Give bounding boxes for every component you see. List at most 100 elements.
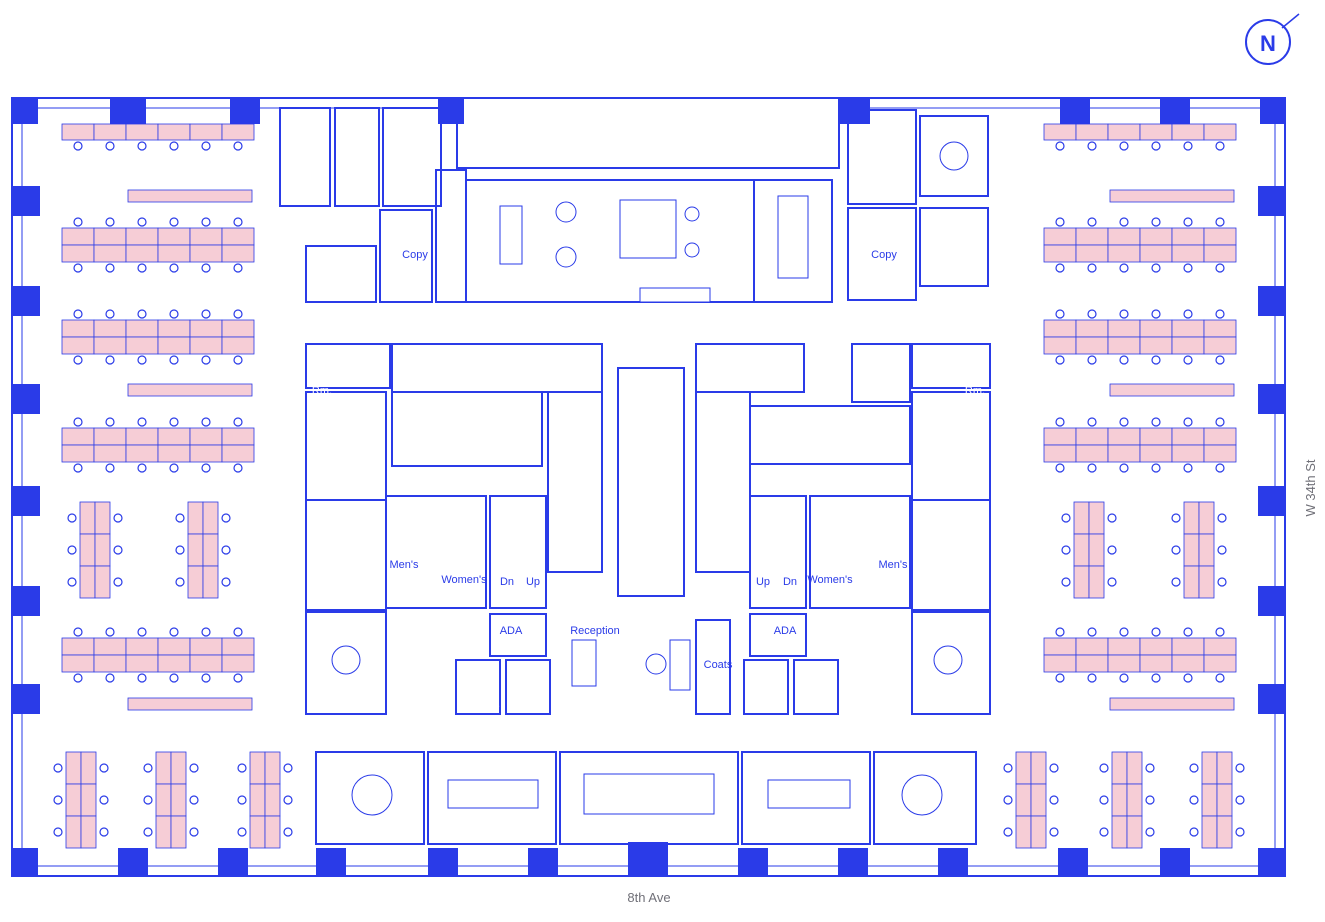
chair: [1087, 417, 1097, 427]
chair: [113, 577, 123, 587]
cafe-counter: [499, 205, 523, 265]
chair: [1055, 355, 1065, 365]
column: [12, 384, 40, 414]
desk: [1043, 654, 1077, 673]
column: [12, 186, 40, 216]
chair: [233, 355, 243, 365]
chair: [201, 417, 211, 427]
chair: [53, 827, 63, 837]
column: [230, 98, 260, 124]
chair: [105, 355, 115, 365]
chair: [1055, 673, 1065, 683]
chair: [169, 463, 179, 473]
it-room: [695, 343, 805, 393]
desk: [1015, 783, 1032, 817]
desk: [1043, 444, 1077, 463]
chair: [1087, 217, 1097, 227]
restrooms-left: [385, 495, 487, 609]
chair: [221, 577, 231, 587]
desk: [189, 123, 223, 141]
chair: [1151, 355, 1161, 365]
chair: [233, 141, 243, 151]
chair: [1119, 355, 1129, 365]
chair: [1183, 217, 1193, 227]
desk: [93, 336, 127, 355]
column: [1258, 486, 1286, 516]
desk: [1203, 427, 1237, 446]
lobby-bench: [631, 383, 669, 577]
desk: [125, 336, 159, 355]
desk: [170, 815, 187, 849]
chair: [233, 673, 243, 683]
desk: [61, 123, 95, 141]
desk: [264, 751, 281, 785]
chair: [169, 355, 179, 365]
chair: [233, 217, 243, 227]
chair: [1087, 627, 1097, 637]
chair: [73, 355, 83, 365]
chair: [1151, 263, 1161, 273]
team-room-south-1: [315, 751, 425, 845]
desk: [170, 783, 187, 817]
column: [12, 286, 40, 316]
chair: [1215, 217, 1225, 227]
desk: [1171, 336, 1205, 355]
ada-restroom-right: [749, 613, 807, 657]
label-freight: Freight: [485, 361, 519, 373]
desk: [1111, 783, 1128, 817]
team-room-ne: [919, 115, 989, 197]
chair: [67, 545, 77, 555]
conf-table-south-3: [767, 779, 851, 809]
chair: [1215, 141, 1225, 151]
column: [738, 848, 768, 876]
cafe-stool: [684, 206, 700, 222]
desk: [157, 444, 191, 463]
desk: [249, 815, 266, 849]
chair: [1215, 627, 1225, 637]
chair: [1189, 827, 1199, 837]
label-ph-rm-2: Ph.Rm.: [513, 685, 533, 710]
column: [1258, 684, 1286, 714]
desk: [1111, 751, 1128, 785]
copy-room-right: [847, 207, 917, 301]
desk: [79, 501, 96, 535]
desk: [125, 654, 159, 673]
chair: [1145, 763, 1155, 773]
chair: [73, 673, 83, 683]
chair: [201, 463, 211, 473]
chair: [113, 545, 123, 555]
chair: [1107, 577, 1117, 587]
desk: [1073, 533, 1090, 567]
chair: [105, 263, 115, 273]
desk: [1139, 123, 1173, 141]
desk: [189, 637, 223, 656]
desk: [1075, 444, 1109, 463]
elec-room: [334, 107, 380, 207]
label-conf-rm-south-2: Conf. Rm.: [623, 760, 673, 772]
desk: [187, 533, 204, 567]
label-ada-left: ADA: [500, 625, 523, 637]
chair: [105, 417, 115, 427]
chair: [237, 763, 247, 773]
desk: [189, 654, 223, 673]
chair: [1099, 795, 1109, 805]
desk: [157, 336, 191, 355]
phone-room-2: [505, 659, 551, 715]
chair: [201, 217, 211, 227]
office-e2: [911, 499, 991, 611]
desk: [1030, 815, 1047, 849]
stair-right: [749, 495, 807, 609]
ada-restroom-left: [489, 613, 547, 657]
desk: [1198, 533, 1215, 567]
desk: [1075, 336, 1109, 355]
desk: [1075, 637, 1109, 656]
chair: [1215, 463, 1225, 473]
chair: [201, 627, 211, 637]
phone-room-north: [851, 343, 911, 403]
desk: [1088, 533, 1105, 567]
